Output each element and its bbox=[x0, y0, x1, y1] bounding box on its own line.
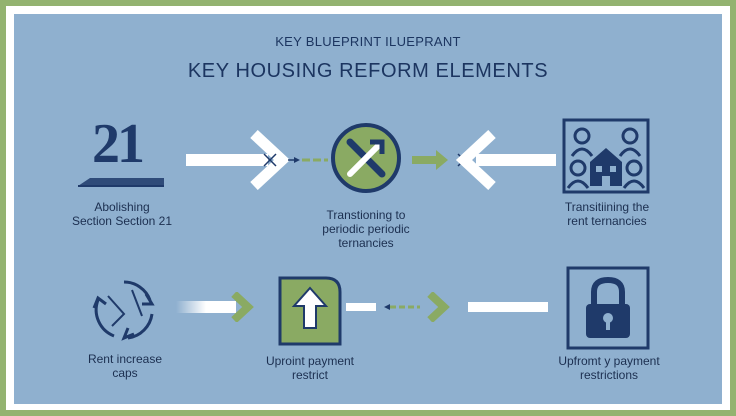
kicker-title: KEY BLUEPRINT ILUEPRANT bbox=[275, 34, 461, 49]
document-21-icon bbox=[76, 174, 166, 188]
restrictions-label-line2: restrictions bbox=[579, 368, 638, 382]
padlock-icon bbox=[566, 266, 650, 350]
rent-tenancies-label-line2: rent ternancies bbox=[567, 214, 647, 228]
connector-arrow-2 bbox=[408, 130, 558, 190]
rent-caps-label-line1: Rent increase bbox=[87, 352, 163, 366]
diagram-panel: KEY BLUEPRINT ILUEPRANT KEY HOUSING REFO… bbox=[14, 14, 722, 404]
rent-caps-label-line2: caps bbox=[112, 366, 138, 380]
rent-tenancies-label: Transitiining the rent ternancies bbox=[542, 200, 672, 228]
section-21-number: 21 bbox=[92, 113, 145, 175]
rent-tenancies-label-line1: Transitiining the bbox=[564, 200, 650, 214]
connector-arrow-1 bbox=[184, 130, 334, 190]
recycle-arrows-icon bbox=[84, 270, 164, 350]
periodic-label-line1: Transtioning to bbox=[326, 208, 406, 222]
up-arrow-box-icon bbox=[276, 274, 344, 348]
section21-label-line1: Abolishing bbox=[94, 200, 150, 214]
restrictions-label: Upfromt y payment restrictions bbox=[544, 354, 674, 382]
periodic-label-line3: ternancies bbox=[338, 236, 394, 250]
periodic-label-line2: periodic periodic bbox=[322, 222, 410, 236]
section21-label: Abolishing Section Section 21 bbox=[62, 200, 182, 228]
main-title: KEY HOUSING REFORM ELEMENTS bbox=[187, 60, 549, 82]
upfront-label-line2: restrict bbox=[292, 368, 328, 382]
connector-arrow-4 bbox=[344, 292, 564, 322]
section21-label-line2: Section Section 21 bbox=[71, 214, 173, 228]
arrow-cross-icon bbox=[330, 122, 402, 194]
connector-arrow-3 bbox=[174, 292, 274, 322]
restrictions-label-line1: Upfromt y payment bbox=[558, 354, 660, 368]
periodic-label: Transtioning to periodic periodic ternan… bbox=[304, 208, 428, 250]
upfront-label-line1: Uproint payment bbox=[265, 354, 355, 368]
rent-caps-label: Rent increase caps bbox=[70, 352, 180, 380]
house-people-icon bbox=[562, 118, 650, 194]
upfront-label: Uproint payment restrict bbox=[252, 354, 368, 382]
